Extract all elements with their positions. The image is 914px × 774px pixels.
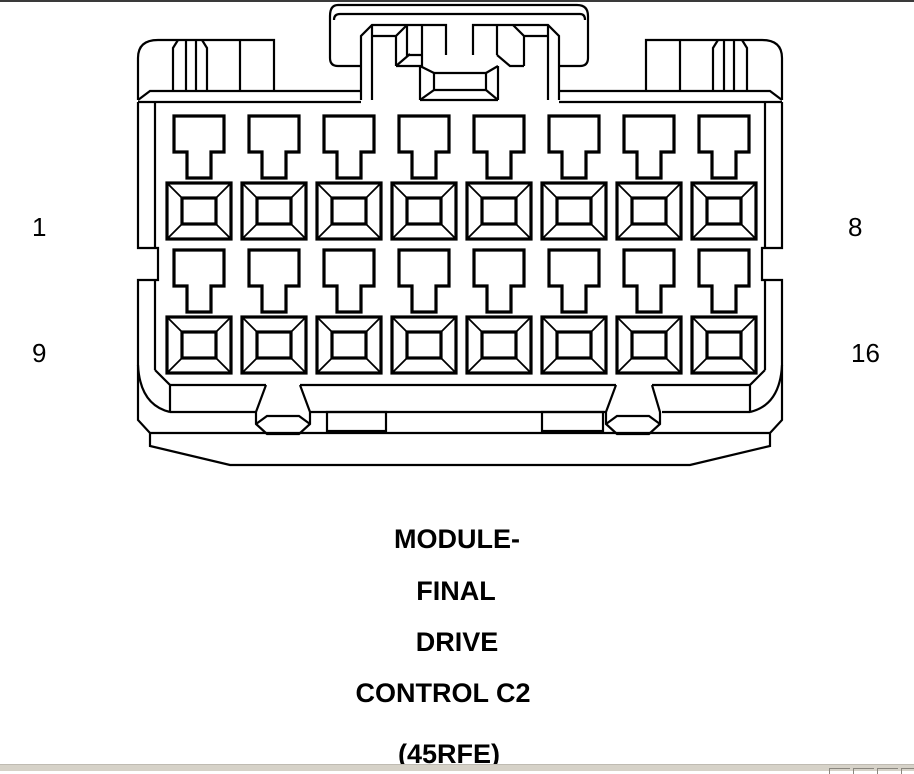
caption-line-3: DRIVE: [415, 627, 499, 657]
caption-line-4: CONTROL C2: [355, 678, 531, 708]
pin-cavity: [465, 248, 533, 375]
pin-cavity: [315, 248, 383, 375]
housing-outline: [136, 38, 784, 467]
status-panel-4: [901, 768, 914, 774]
pin-row-1: [165, 114, 758, 241]
status-panel-3: [877, 768, 898, 774]
pin-cavity: [615, 114, 683, 241]
caption-line-5: (45RFE): [397, 739, 500, 769]
pin-row-2-bevels: [166, 316, 757, 374]
pin-cavity: [165, 248, 233, 375]
pin-label-8: 8: [848, 212, 863, 242]
pin-cavity: [690, 114, 758, 241]
connector-diagram: [136, 3, 784, 467]
pin-row-1-bevels: [166, 182, 757, 240]
pin-cavity: [465, 114, 533, 241]
caption-line-2: FINAL: [416, 576, 496, 606]
pin-cavity: [240, 114, 308, 241]
pin-row-2: [165, 248, 758, 375]
status-panel-2: [853, 768, 874, 774]
top-latch: [328, 3, 590, 102]
pin-cavity: [540, 114, 608, 241]
status-panel-1: [829, 768, 850, 774]
pin-cavity: [240, 248, 308, 375]
pin-cavity: [690, 248, 758, 375]
pin-cavity: [540, 248, 608, 375]
pin-cavity: [165, 114, 233, 241]
pin-cavity: [390, 114, 458, 241]
caption-line-1: MODULE-: [394, 524, 520, 554]
pin-label-16: 16: [851, 338, 880, 368]
pin-label-1: 1: [32, 212, 47, 242]
pin-cavity: [615, 248, 683, 375]
window-top-border: [0, 0, 914, 2]
pin-cavity: [315, 114, 383, 241]
pin-cavity: [390, 248, 458, 375]
pin-label-9: 9: [32, 338, 47, 368]
